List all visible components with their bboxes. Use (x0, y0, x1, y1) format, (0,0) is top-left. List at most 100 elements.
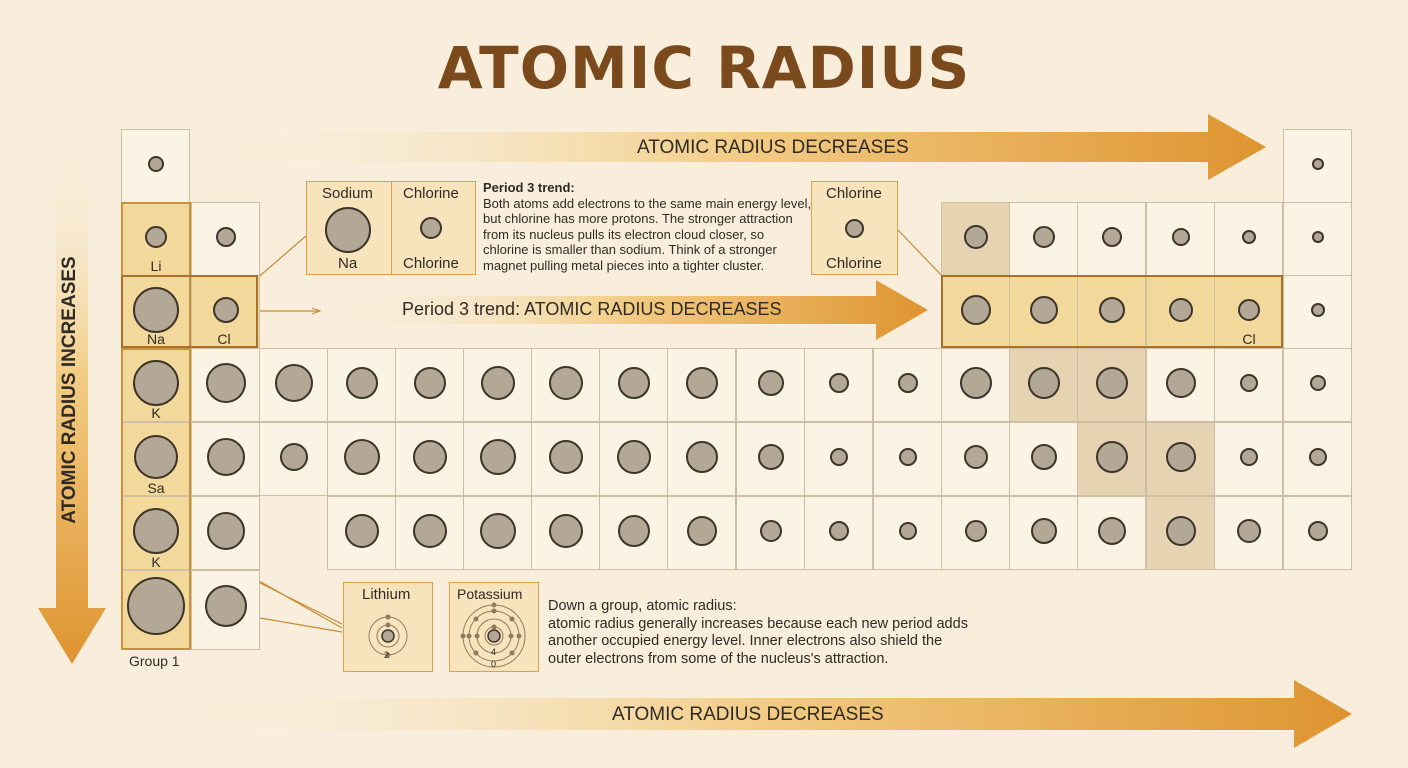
atom-circle (205, 363, 246, 403)
period3-arrow-prefix: Period 3 trend: (402, 299, 525, 319)
atom-circle (133, 435, 178, 479)
group1-highlight-lower (121, 348, 191, 650)
atom-circle (1309, 375, 1326, 391)
bottom-arrow-label: ATOMIC RADIUS DECREASES (612, 704, 884, 725)
bottom-arrow (170, 680, 1352, 748)
compare-left-title: Sodium (322, 185, 373, 202)
top-arrow (212, 114, 1266, 180)
atom-circle (1101, 227, 1122, 247)
atom-circle (757, 370, 784, 396)
group-note: Down a group, atomic radius:atomic radiu… (548, 598, 968, 668)
atom-circle (828, 521, 849, 541)
lithium-shell-title: Lithium (362, 586, 411, 603)
atom-circle (344, 514, 379, 548)
atom-circle (412, 514, 447, 548)
page-title: ATOMIC RADIUS (437, 34, 971, 102)
period3-arrow (326, 280, 928, 340)
atom-circle (959, 367, 992, 399)
atom-circle (1165, 442, 1196, 472)
sodium-atom (325, 207, 371, 253)
atom-circle (144, 226, 167, 248)
atom-circle (829, 448, 848, 466)
period3-gap (259, 275, 941, 348)
label-k-row4: K (151, 405, 161, 421)
element-cell (1009, 422, 1078, 496)
atom-circle (960, 295, 991, 325)
label-cl: Cl (217, 331, 231, 347)
atom-circle (1030, 518, 1057, 544)
atom-circle (215, 227, 236, 247)
atom-circle (617, 515, 650, 547)
atom-circle (1236, 519, 1261, 543)
atom-circle (1095, 367, 1128, 399)
chlorine-callout-sub: Chlorine (826, 255, 882, 272)
compare-left-sub: Na (338, 255, 358, 272)
group1-label: Group 1 (129, 653, 180, 669)
atom-circle (686, 516, 717, 546)
atom-circle (548, 440, 583, 474)
atom-circle (480, 366, 515, 400)
top-arrow-label: ATOMIC RADIUS DECREASES (637, 137, 909, 158)
atom-circle (132, 287, 179, 333)
atom-circle (147, 156, 164, 172)
period3-note-body: Both atoms add electrons to the same mai… (483, 195, 812, 273)
atom-circle (828, 373, 849, 393)
atom-circle (274, 364, 313, 402)
atom-circle (685, 441, 718, 473)
atom-circle (759, 520, 782, 542)
atom-circle (1032, 226, 1055, 248)
atom-circle (343, 439, 380, 475)
label-na: Na (147, 331, 165, 347)
potassium-shell-number-top: 4 (491, 647, 497, 657)
label-k-row6: K (151, 554, 161, 570)
label-cl-right: Cl (1242, 331, 1256, 347)
group-note-body: atomic radius generally increases becaus… (548, 615, 968, 667)
group-note-heading: Down a group, atomic radius: (548, 598, 737, 614)
atom-circle (1168, 298, 1193, 322)
element-cell (873, 348, 942, 422)
chlorine-callout-atom (845, 219, 864, 238)
chlorine-callout-title: Chlorine (826, 185, 882, 202)
atom-circle (548, 366, 583, 400)
atom-circle (1311, 231, 1324, 243)
atom-circle (548, 514, 583, 548)
atom-circle (1308, 448, 1327, 466)
atom-circle (1241, 230, 1256, 244)
period3-note: Period 3 trend:Both atoms add electrons … (483, 180, 813, 273)
atom-circle (212, 297, 239, 323)
atom-circle (1029, 296, 1058, 324)
atom-circle (616, 440, 651, 474)
atom-circle (1030, 444, 1057, 470)
atom-circle (413, 367, 446, 399)
atom-circle (204, 585, 247, 627)
atom-circle (1239, 448, 1258, 466)
element-cell (1077, 348, 1146, 422)
lithium-shell-number: 2 (384, 650, 390, 660)
compare-divider (391, 182, 392, 274)
compare-right-sub: Chlorine (403, 255, 459, 272)
label-sa: Sa (147, 480, 165, 496)
element-cell (1077, 496, 1146, 570)
atom-circle (898, 522, 917, 540)
atom-circle (964, 520, 987, 542)
atom-circle (479, 513, 516, 549)
label-li: Li (150, 258, 162, 274)
atom-circle (1239, 374, 1258, 392)
atom-circle (1310, 303, 1325, 317)
element-cell (1214, 202, 1283, 276)
atom-circle (1307, 521, 1328, 541)
atom-circle (206, 512, 245, 550)
atom-circle (757, 444, 784, 470)
potassium-shell-title: Potassium (457, 586, 523, 602)
period3-note-heading: Period 3 trend: (483, 180, 575, 195)
atom-circle (279, 443, 308, 471)
atom-circle (1171, 228, 1190, 246)
atom-circle (126, 577, 185, 635)
atom-circle (479, 439, 516, 475)
atom-circle (206, 438, 245, 476)
atom-circle (898, 448, 917, 466)
atom-circle (617, 367, 650, 399)
compare-right-title: Chlorine (403, 185, 459, 202)
atom-circle (897, 373, 918, 393)
